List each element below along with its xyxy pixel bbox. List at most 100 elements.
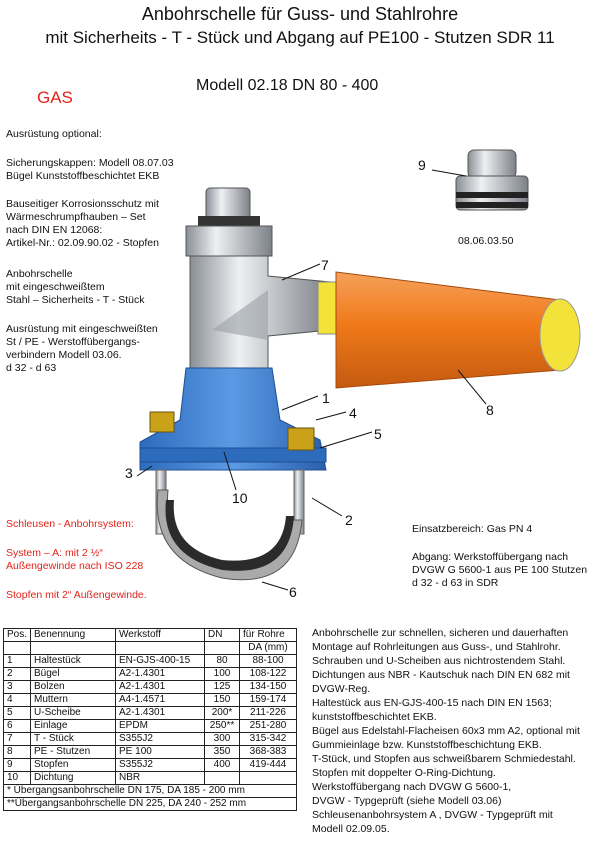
note-tee: Anbohrschelle mit eingeschweißtem Stahl …: [6, 268, 145, 306]
table-cell: Muttern: [30, 693, 117, 707]
table-cell: 300: [204, 732, 241, 746]
table-cell: 6: [2, 719, 32, 733]
table-cell: 1: [2, 654, 32, 668]
th-rohre: für Rohre: [239, 628, 298, 642]
th-pos: Pos.: [2, 628, 32, 642]
table-cell: Stopfen: [30, 758, 117, 772]
table-header-row: Pos. Benennung Werkstoff DN für Rohre: [2, 628, 298, 642]
callout-10: 10: [232, 490, 248, 506]
table-cell: 250**: [204, 719, 241, 733]
tee-stopfen: [198, 187, 260, 228]
model-label: Modell 02.18 DN 80 - 400: [196, 77, 379, 94]
product-description: Anbohrschelle zur schnellen, sicheren un…: [312, 626, 600, 836]
table-cell: 211-226: [239, 706, 298, 720]
description-line: Haltestück aus EN-GJS-400-15 nach DIN EN…: [312, 697, 552, 709]
note-optional: Ausrüstung optional:: [6, 128, 102, 140]
table-cell: 3: [2, 680, 32, 694]
th-dn: DN: [204, 628, 241, 642]
description-line: kunststoffbeschichtet EKB.: [312, 711, 437, 723]
abgang: Abgang: Werkstoffübergang nach DVGW G 56…: [412, 551, 588, 589]
callout-7: 7: [321, 257, 329, 273]
table-subheader-row: DA (mm): [2, 641, 298, 655]
sicherungskappe-9: [455, 149, 529, 211]
th-benennung: Benennung: [30, 628, 117, 642]
table-footnote-2: **Übergangsanbohrschelle DN 225, DA 240 …: [2, 797, 298, 811]
note-transition: Ausrüstung mit eingeschweißten St / PE -…: [6, 323, 158, 374]
table-cell: 2: [2, 667, 32, 681]
table-cell: NBR: [115, 771, 206, 785]
table-cell: 4: [2, 693, 32, 707]
table-cell: 400: [204, 758, 241, 772]
description-line: DVGW - Typgeprüft (siehe Modell 03.06): [312, 795, 502, 807]
table-cell: T - Stück: [30, 732, 117, 746]
table-cell: 7: [2, 732, 32, 746]
table-cell: A2-1.4301: [115, 680, 206, 694]
page-title: Anbohrschelle für Guss- und Stahlrohre: [141, 4, 459, 24]
description-line: T-Stück, und Stopfen aus schweißbarem Sc…: [312, 753, 576, 765]
table-footnote-1: * Übergangsanbohrschelle DN 175, DA 185 …: [2, 784, 298, 798]
table-cell: 125: [204, 680, 241, 694]
callout-6: 6: [289, 584, 297, 600]
table-cell: 10: [2, 771, 32, 785]
table-cell: 150: [204, 693, 241, 707]
einsatzbereich: Einsatzbereich: Gas PN 4: [412, 523, 533, 535]
table-cell: Bügel: [30, 667, 117, 681]
clamp-halteStueck: [139, 367, 327, 471]
note-corrosion: Bauseitiger Korrosionsschutz mit Wärmesc…: [6, 198, 159, 249]
table-cell: Dichtung: [30, 771, 117, 785]
table-cell: EN-GJS-400-15: [115, 654, 206, 668]
description-line: Modell 02.09.05.: [312, 823, 390, 835]
schleusen-system-a: System – A: mit 2 ½“ Außengewinde nach I…: [6, 547, 144, 572]
parts-table: Pos. Benennung Werkstoff DN für Rohre DA…: [2, 628, 298, 811]
u-buegel: [156, 489, 303, 581]
table-cell: 368-383: [239, 745, 298, 759]
table-cell: A4-1.4571: [115, 693, 206, 707]
table-cell: 159-174: [239, 693, 298, 707]
schleusen-stopfen: Stopfen mit 2“ Außengewinde.: [6, 589, 147, 601]
table-cell: 315-342: [239, 732, 298, 746]
table-cell: 419-444: [239, 758, 298, 772]
table-cell: PE - Stutzen: [30, 745, 117, 759]
description-line: Werkstoffübergang nach DVGW G 5600-1,: [312, 781, 512, 793]
note-caps: Sicherungskappen: Modell 08.07.03 Bügel …: [6, 157, 174, 182]
callout-2: 2: [345, 512, 353, 528]
leader-lines: [136, 169, 487, 591]
table-cell: Einlage: [30, 719, 117, 733]
table-cell: 100: [204, 667, 241, 681]
description-line: Bügel aus Edelstahl-Flacheisen 60x3 mm A…: [312, 725, 580, 737]
table-cell: 251-280: [239, 719, 298, 733]
description-line: Montage auf Rohrleitungen aus Guss-, und…: [312, 641, 561, 653]
table-cell: S355J2: [115, 758, 206, 772]
description-line: Gummieinlage bzw. Kunststoffbeschichtung…: [312, 739, 542, 751]
table-cell: U-Scheibe: [30, 706, 117, 720]
table-cell: S355J2: [115, 732, 206, 746]
callout-4: 4: [349, 405, 357, 421]
callout-9: 9: [418, 157, 426, 173]
th-da: DA (mm): [239, 641, 298, 655]
table-cell: A2-1.4301: [115, 667, 206, 681]
table-cell: 8: [2, 745, 32, 759]
page-subtitle: mit Sicherheits - T - Stück und Abgang a…: [45, 28, 555, 47]
table-cell: Bolzen: [30, 680, 117, 694]
table-cell: 88-100: [239, 654, 298, 668]
table-cell: [204, 771, 241, 785]
table-cell: 350: [204, 745, 241, 759]
callout-5: 5: [374, 426, 382, 442]
table-cell: PE 100: [115, 745, 206, 759]
callout-8: 8: [486, 402, 494, 418]
description-line: Anbohrschelle zur schnellen, sicheren un…: [312, 627, 569, 639]
table-cell: 9: [2, 758, 32, 772]
callout-1: 1: [322, 390, 330, 406]
description-line: Dichtungen aus NBR - Kautschuk nach DIN …: [312, 669, 570, 681]
table-cell: 200*: [204, 706, 241, 720]
medium-label: GAS: [37, 88, 73, 107]
table-cell: 5: [2, 706, 32, 720]
description-line: Schleusenanbohrsystem A , DVGW - Typgepr…: [312, 809, 553, 821]
